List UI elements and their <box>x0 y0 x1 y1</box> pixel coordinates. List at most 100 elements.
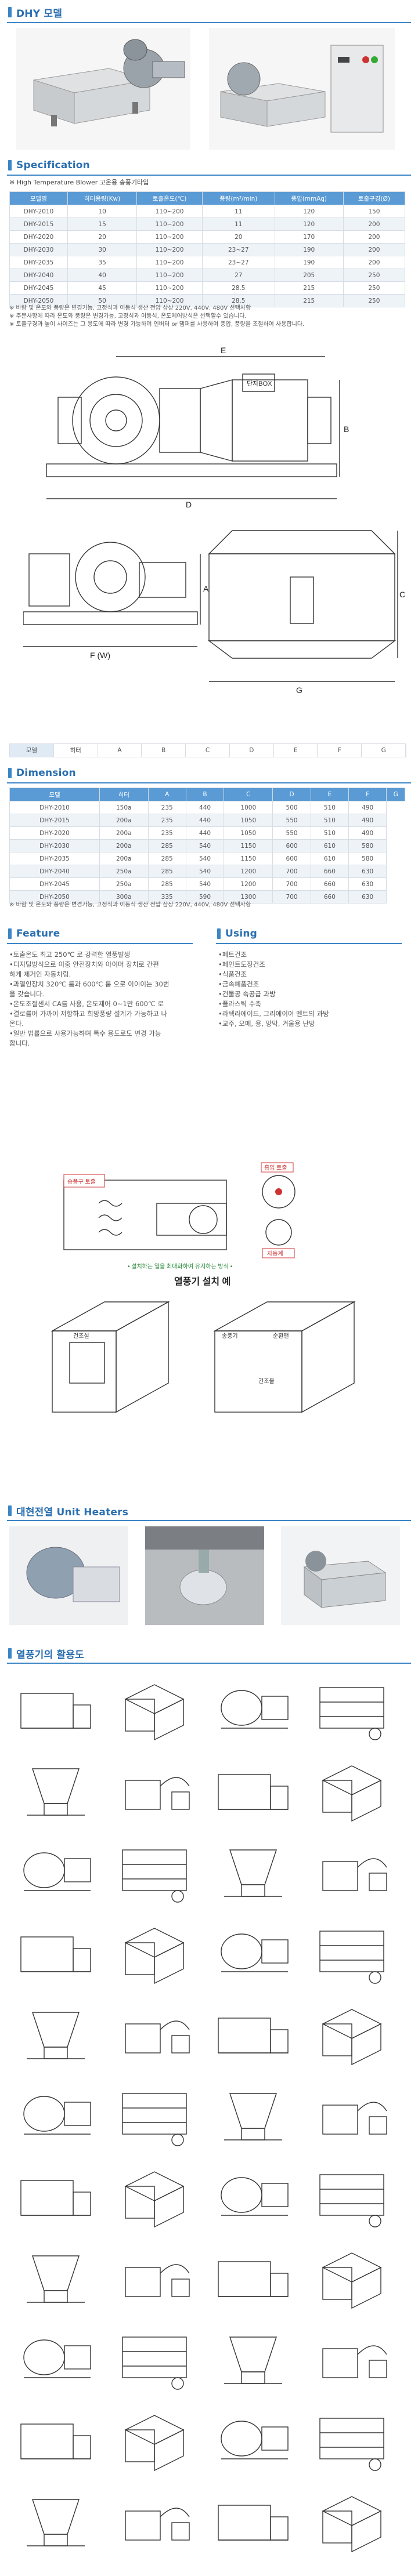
dimension-cell: 335 <box>147 890 186 904</box>
using-item: •식품건조 <box>218 970 247 978</box>
spec-header-cell: 토출구경(Ø) <box>343 191 406 205</box>
feature-item: •결로를어 가까이 저항하고 희망풍량 설계가 가능하고 나 <box>9 1010 168 1018</box>
dimension-header-cell: G <box>386 788 405 801</box>
using-heading: Using <box>209 925 257 942</box>
product-photo-1 <box>16 28 190 150</box>
dimension-cell: 510 <box>310 801 349 814</box>
dimension-header-cell: B <box>185 788 225 801</box>
spec-note: ※ 주문사항에 따라 온도와 풍량은 변경가능, 고정식과 이동식, 온도제어방… <box>9 313 247 320</box>
spec-cell: 110~200 <box>136 217 203 231</box>
applications-heading: 열풍기의 활용도 <box>0 1645 84 1662</box>
heading-marker-icon <box>8 1505 12 1516</box>
application-illustration <box>305 2320 401 2401</box>
install-label: 송풍기 <box>222 1333 238 1340</box>
spec-cell: 200 <box>343 230 406 244</box>
spec-cell: 20 <box>201 230 275 244</box>
application-illustration <box>9 1914 105 1995</box>
install-label: 흡입 토출 <box>264 1164 287 1171</box>
dim-g-label: G <box>296 685 302 695</box>
spec-cell: 250 <box>343 281 406 295</box>
dimension-cell: 490 <box>348 814 387 827</box>
dimension-cell: 285 <box>147 839 186 852</box>
dimension-cell: 235 <box>147 801 186 814</box>
dimension-cell: 200a <box>99 852 149 865</box>
spec-cell: 110~200 <box>136 256 203 269</box>
dimension-cell: DHY-2020 <box>9 826 100 840</box>
dimension-cell: DHY-2045 <box>9 877 100 891</box>
application-illustration <box>207 1914 302 1995</box>
dimension-cell: 660 <box>310 877 349 891</box>
unit-heater-photo-3 <box>281 1526 400 1625</box>
legend-col: A <box>98 744 142 757</box>
dimension-cell: 550 <box>272 826 311 840</box>
dimension-cell: 700 <box>272 877 311 891</box>
dimension-cell: 235 <box>147 814 186 827</box>
application-illustration <box>9 2320 105 2401</box>
application-illustration <box>207 1670 302 1751</box>
dimension-cell: 590 <box>185 890 225 904</box>
dimension-header-cell: 히터 <box>99 788 149 801</box>
install-caption: 열풍기 설치 예 <box>174 1276 230 1287</box>
spec-header-cell: 히터용량(Kw) <box>67 191 138 205</box>
application-illustration <box>9 1995 105 2076</box>
spec-cell: 120 <box>274 217 344 231</box>
spec-header-cell: 풍량(m³/min) <box>201 191 275 205</box>
top-view-drawing: G C <box>207 530 405 695</box>
application-illustration <box>207 2401 302 2482</box>
dimension-cell: 250a <box>99 877 149 891</box>
using-item: •페인트도장건조 <box>218 960 265 968</box>
install-label: 건조실 <box>73 1333 89 1340</box>
application-illustration <box>305 2482 401 2563</box>
side-view-drawing: E 단자BOX D B <box>46 346 349 509</box>
install-label: 건조물 <box>258 1378 275 1385</box>
dimension-cell: DHY-2015 <box>9 814 100 827</box>
spec-cell: DHY-2020 <box>9 230 68 244</box>
heading-marker-icon <box>8 768 12 778</box>
feature-list: •토출온도 최고 250℃ 로 강력한 열풍발생•디지털방식으로 이중 안전장치… <box>9 950 201 1048</box>
dimension-cell: 1150 <box>224 839 273 852</box>
dimension-cell: 660 <box>310 865 349 878</box>
dimension-cell: 440 <box>185 826 225 840</box>
spec-cell: 50 <box>67 294 138 307</box>
install-tip: • 설치하는 열을 최대화하여 유지하는 방식 • <box>128 1262 233 1270</box>
dimension-cell: DHY-2030 <box>9 839 100 852</box>
dimension-header-cell: D <box>272 788 311 801</box>
heading-underline <box>7 782 411 783</box>
feature-item: •과열인장치 320℃ 룸과 600℃ 룸 으로 이이이는 30번 <box>9 980 170 988</box>
dimension-cell: 630 <box>348 865 387 878</box>
application-illustration <box>305 2157 401 2238</box>
front-view-drawing: F (W) A <box>23 542 209 660</box>
dimension-cell: 1200 <box>224 877 273 891</box>
application-illustration <box>305 2238 401 2320</box>
dimension-header-cell: A <box>147 788 186 801</box>
dimension-cell: 700 <box>272 890 311 904</box>
spec-cell: 205 <box>274 269 344 282</box>
spec-cell: 110~200 <box>136 281 203 295</box>
spec-cell: 35 <box>67 256 138 269</box>
application-illustration <box>305 1670 401 1751</box>
application-illustration <box>9 2482 105 2563</box>
spec-cell: 250 <box>343 269 406 282</box>
spec-cell: 15 <box>67 217 138 231</box>
dimension-cell: 490 <box>348 826 387 840</box>
application-illustration <box>9 2157 105 2238</box>
spec-cell: 40 <box>67 269 138 282</box>
application-illustration <box>9 1833 105 1914</box>
dhy-model-heading: DHY 모델 <box>0 3 418 21</box>
application-illustration <box>305 1751 401 1833</box>
spec-cell: 190 <box>274 256 344 269</box>
spec-cell: DHY-2015 <box>9 217 68 231</box>
legend-col: C <box>186 744 230 757</box>
unit-heaters-heading: 대현전열 Unit Heaters <box>0 1502 128 1519</box>
dimension-cell: 610 <box>310 852 349 865</box>
spec-cell: DHY-2030 <box>9 243 68 256</box>
spec-cell: 28.5 <box>201 294 275 307</box>
